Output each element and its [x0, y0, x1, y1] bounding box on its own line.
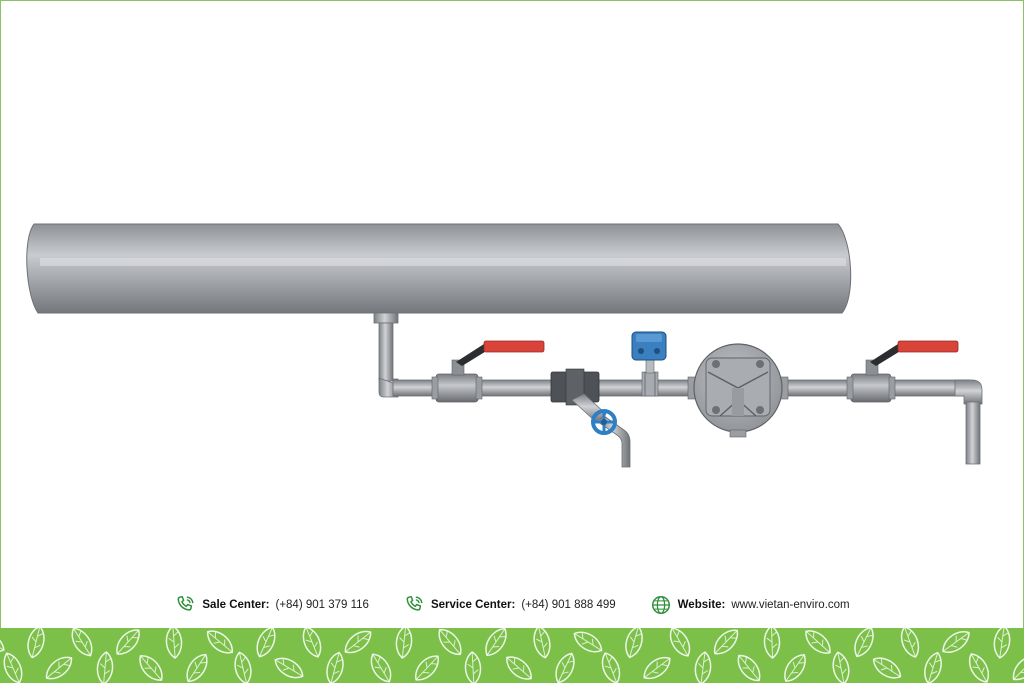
leaf-icon [0, 631, 5, 653]
flow-meter [687, 343, 789, 438]
leaf-icon [274, 657, 304, 679]
website[interactable]: Website: www.vietan-enviro.com [650, 594, 850, 616]
left-ball-valve [431, 340, 545, 403]
leaf-icon [942, 631, 970, 653]
leaf-icon [763, 628, 781, 659]
tap-nozzle [373, 312, 399, 324]
leaf-icon [165, 628, 183, 659]
leaf-icon [96, 651, 114, 683]
leaf-icon [669, 628, 691, 657]
right-ball-valve [846, 340, 959, 403]
sale-center[interactable]: Sale Center: (+84) 901 379 116 [174, 594, 369, 616]
phone-icon [177, 596, 194, 611]
leaf-icon [485, 628, 507, 657]
right-valve-handle [897, 340, 959, 353]
leaf-icon [415, 655, 439, 681]
leaf-icon [854, 628, 874, 658]
leaf-icon [625, 628, 643, 659]
leaf-icon [805, 630, 831, 654]
leaf-icon [832, 651, 850, 683]
sale-center-phone[interactable]: (+84) 901 379 116 [275, 599, 369, 611]
leaf-pattern-band [0, 628, 1024, 683]
leaf-icon [555, 652, 575, 683]
leaf-icon [872, 657, 902, 679]
contact-bar: Sale Center: (+84) 901 379 116 Service C… [0, 588, 1024, 622]
leaf-pattern [0, 628, 1024, 683]
leaf-icon [370, 653, 392, 683]
left-valve-handle [483, 340, 545, 353]
leaf-icon [694, 651, 712, 683]
sale-center-label: Sale Center: [202, 599, 270, 611]
leaf-icon [506, 656, 532, 680]
leaf-icon [737, 654, 761, 682]
leaf-icon [116, 629, 140, 655]
main-pipe-highlight [40, 258, 846, 266]
leaf-icon [206, 630, 234, 654]
leaf-icon [3, 652, 23, 683]
transmitter [631, 331, 667, 397]
service-center-label: Service Center: [430, 599, 516, 611]
leaf-icon [71, 628, 93, 657]
website-label: Website: [677, 599, 726, 611]
leaf-icon [900, 628, 920, 658]
leaf-icon [464, 651, 482, 683]
leaf-icon [395, 628, 413, 659]
leaf-icon [784, 654, 806, 682]
outlet-elbow [954, 379, 983, 405]
leaf-icon [1012, 655, 1024, 681]
service-center[interactable]: Service Center: (+84) 901 888 499 [403, 594, 616, 616]
leaf-icon [344, 630, 372, 654]
leaf-icon [573, 631, 603, 653]
leaf-icon [643, 656, 671, 680]
globe-icon [651, 596, 670, 614]
leaf-icon [968, 653, 990, 683]
leaf-icon [45, 656, 73, 680]
leaf-icon [713, 629, 739, 655]
leaf-icon [27, 628, 45, 659]
leaf-icon [326, 651, 344, 683]
leaf-icon [924, 651, 942, 683]
outlet-pipe [965, 401, 981, 465]
leaf-icon [139, 655, 163, 681]
leaf-icon [234, 651, 252, 683]
leaf-icon [186, 653, 208, 683]
leaf-icon [438, 628, 462, 656]
leaf-icon [601, 652, 621, 683]
website-url[interactable]: www.vietan-enviro.com [731, 599, 850, 611]
needle-valve-handwheel [591, 409, 617, 435]
leaf-icon [256, 628, 276, 658]
service-center-phone[interactable]: (+84) 901 888 499 [521, 599, 616, 611]
drop-pipe [378, 322, 394, 382]
needle-valve-branch [571, 393, 631, 468]
leaf-icon [993, 628, 1011, 659]
phone-icon [406, 596, 423, 611]
leaf-icon [533, 628, 551, 659]
main-pipe [26, 223, 852, 314]
piping-diagram [26, 223, 983, 468]
leaf-icon [302, 628, 322, 658]
